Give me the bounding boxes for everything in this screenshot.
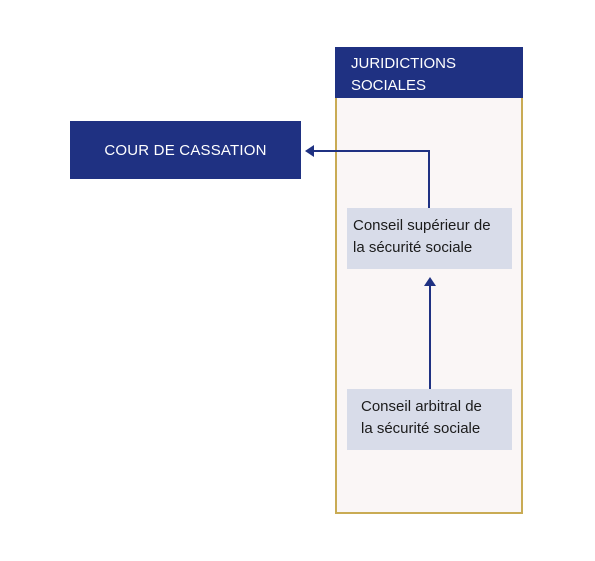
cour-de-cassation-label: COUR DE CASSATION — [104, 141, 267, 159]
conseil-arbitral-node: Conseil arbitral de la sécurité sociale — [347, 389, 512, 450]
arrowhead-left-icon — [305, 145, 314, 157]
conseil-superieur-line1: Conseil supérieur de — [353, 217, 491, 234]
cour-de-cassation-box: COUR DE CASSATION — [70, 121, 301, 179]
panel-title-line1: JURIDICTIONS — [351, 55, 456, 72]
juridictions-sociales-header: JURIDICTIONS SOCIALES — [335, 47, 523, 98]
panel-title-line2: SOCIALES — [351, 77, 427, 94]
conseil-arbitral-line1: Conseil arbitral de — [361, 398, 482, 415]
conseil-superieur-node: Conseil supérieur de la sécurité sociale — [347, 208, 512, 269]
conseil-arbitral-line2: la sécurité sociale — [361, 420, 481, 437]
conseil-superieur-line2: la sécurité sociale — [353, 239, 473, 256]
